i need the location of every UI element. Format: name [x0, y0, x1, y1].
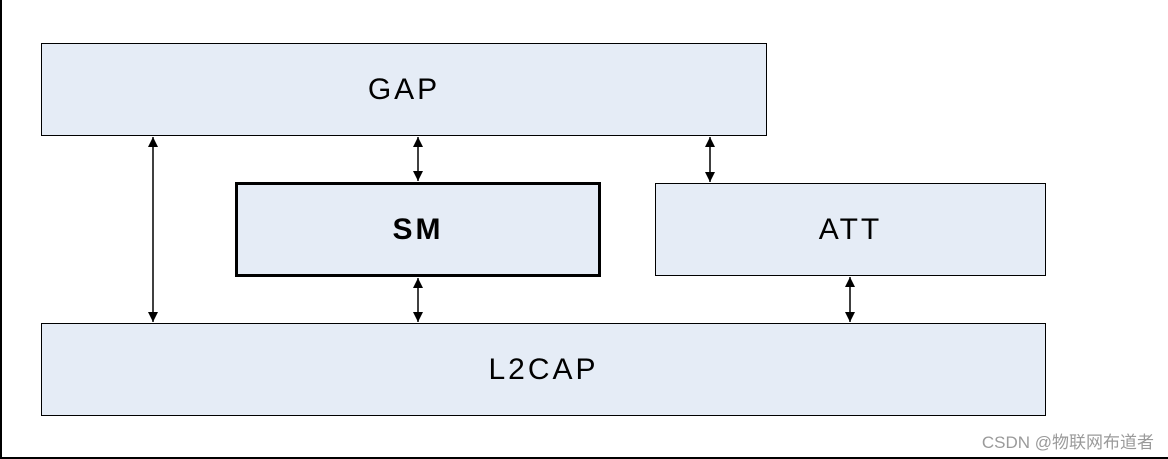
watermark: CSDN @物联网布道者 — [981, 433, 1154, 452]
gap-label: GAP — [367, 72, 441, 106]
att-block: ATT — [655, 183, 1046, 276]
l2cap-block: L2CAP — [41, 323, 1046, 416]
l2cap-label: L2CAP — [488, 352, 599, 386]
sm-label: SM — [392, 212, 444, 246]
gap-block: GAP — [41, 43, 767, 136]
att-label: ATT — [818, 212, 883, 246]
sm-block: SM — [235, 182, 601, 277]
